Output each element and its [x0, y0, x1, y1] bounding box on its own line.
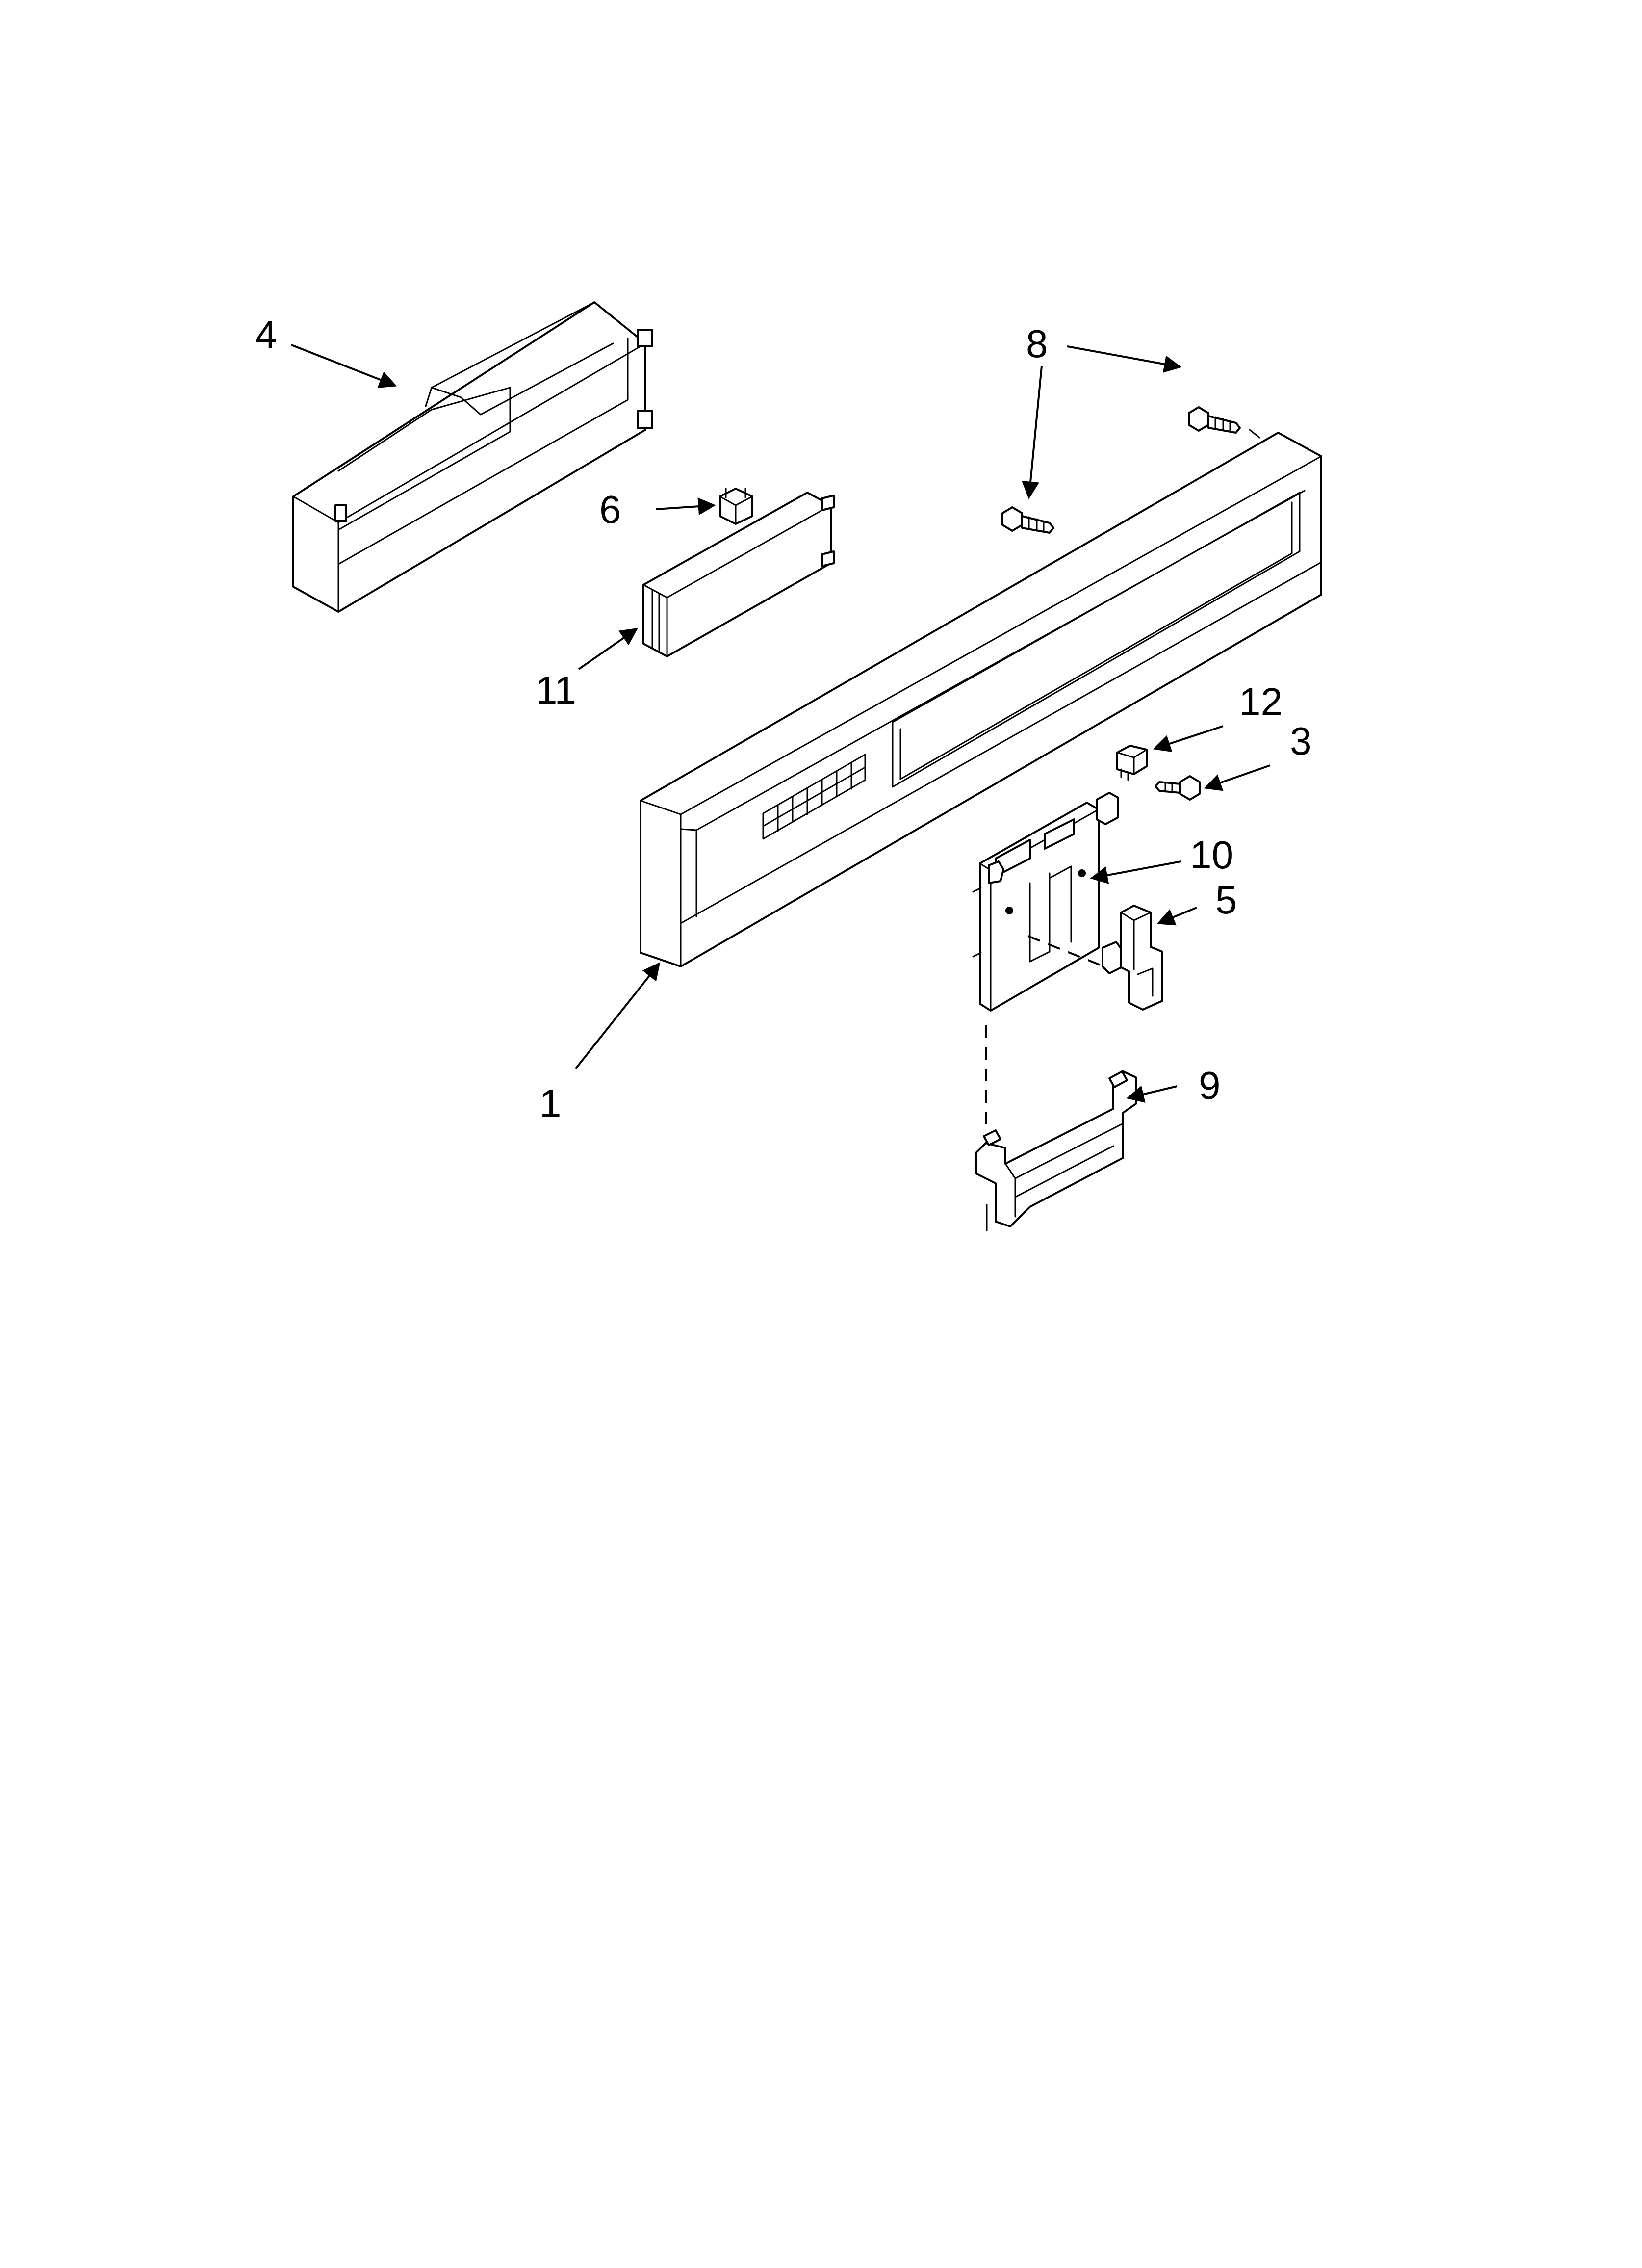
- part-8-screw-lower: [1001, 506, 1054, 534]
- leader-1: [575, 962, 661, 1069]
- part-6-clip: [719, 488, 753, 525]
- callout-11: 11: [536, 668, 576, 712]
- callout-8: 8: [1026, 322, 1048, 365]
- leader-12: [1153, 725, 1224, 752]
- part-3-screw: [1155, 775, 1201, 801]
- leader-10: [1090, 860, 1181, 884]
- leader-3: [1204, 764, 1271, 791]
- callout-9: 9: [1199, 1064, 1221, 1107]
- callout-4: 4: [255, 313, 277, 357]
- part-10-bracket: [972, 792, 1119, 1012]
- part-4-cover: [292, 301, 653, 613]
- part-1-control-panel: [640, 432, 1322, 967]
- part-5-latch: [1102, 905, 1163, 1011]
- callout-6: 6: [599, 488, 621, 531]
- leader-11: [578, 627, 638, 670]
- part-11-module: [642, 492, 835, 657]
- callout-3: 3: [1290, 719, 1312, 763]
- leader-8b: [1022, 365, 1043, 499]
- callout-12: 12: [1239, 680, 1283, 724]
- leader-4: [291, 344, 397, 388]
- callout-1: 1: [539, 1081, 562, 1125]
- leader-5: [1156, 907, 1197, 926]
- leader-6: [656, 497, 716, 516]
- callout-labels: 4 6 11 8 12 3 10 5 1 9: [255, 313, 1312, 1125]
- callout-10: 10: [1190, 833, 1233, 877]
- part-12-switch: [1116, 745, 1148, 781]
- part-9-lower-bracket: [975, 1070, 1137, 1231]
- leader-lines: [291, 344, 1271, 1103]
- leader-9: [1126, 1085, 1178, 1103]
- part-8-screw-upper: [1188, 406, 1260, 439]
- callout-5: 5: [1215, 878, 1237, 922]
- leader-8a: [1067, 345, 1182, 373]
